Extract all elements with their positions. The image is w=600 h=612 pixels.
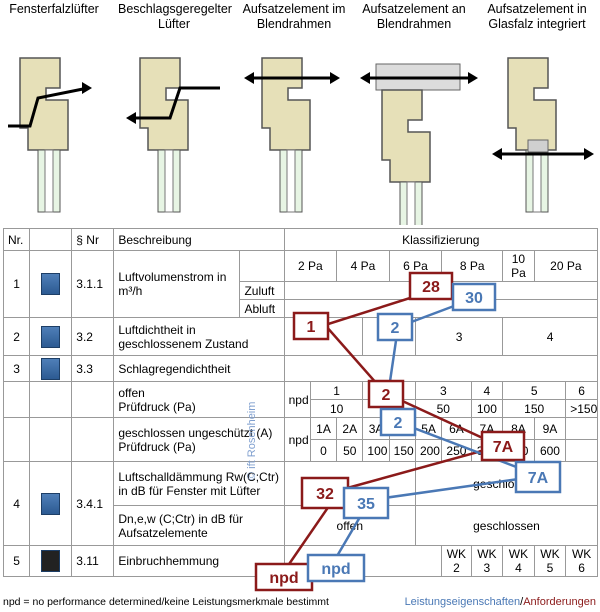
r3a-cls: 5 xyxy=(502,381,567,400)
row3b-npd: npd xyxy=(283,417,311,462)
col-sect: § Nr xyxy=(71,228,115,251)
header-aufsatzelement-glasfalz: Aufsatzelement in Glasfalz integriert xyxy=(487,2,587,31)
sketch-5 xyxy=(492,57,594,213)
row4-nr: 4 xyxy=(2,461,31,546)
legend-properties: Leistungseigenschaften xyxy=(404,596,521,608)
legend-requirements: Anforderungen xyxy=(523,596,596,608)
row4-geschlossen: geschlossen xyxy=(414,461,599,506)
r3b-cls: 4A xyxy=(388,417,416,440)
r5-wk: WK 4 xyxy=(502,545,535,577)
sketch-3 xyxy=(244,57,340,213)
p-2: 2 Pa xyxy=(283,250,338,282)
header-aufsatzelement-an-blendrahmen: Aufsatzelement an Blendrahmen xyxy=(362,2,466,31)
p-20: 20 Pa xyxy=(533,250,599,282)
watermark: © ift Rosenheim xyxy=(246,401,258,480)
row4-desc2: Dn,e,w (C;Ctr) in dB für Aufsatzelemente xyxy=(113,505,285,546)
r3a-pa xyxy=(362,399,416,418)
r5-wk: WK 5 xyxy=(533,545,567,577)
row5-nr: 5 xyxy=(2,545,31,577)
r3b-cls: 2A xyxy=(336,417,364,440)
col-klassifizierung: Klassifizierung xyxy=(283,228,599,251)
burglar-icon xyxy=(41,550,61,572)
r3b-pa: 150 xyxy=(388,439,416,462)
header-aufsatzelement-blendrahmen: Aufsatzelement im Blendrahmen xyxy=(242,2,346,31)
row4-desc1: Luftschalldämmung Rw(C;Ctr) in dB für Fe… xyxy=(113,461,285,506)
row3-sect: 3.3 xyxy=(71,355,115,382)
r3b-cls: 6A xyxy=(441,417,472,440)
r3b-pa: 250 xyxy=(441,439,472,462)
r3b-pa: 50 xyxy=(336,439,364,462)
r3a-cls: 1 xyxy=(309,381,364,400)
air-flow-icon xyxy=(41,273,61,295)
r3b-pa: 300 xyxy=(470,439,504,462)
row5-desc: Einbruchhemmung xyxy=(113,545,285,577)
row4-geschlossen-2: geschlossen xyxy=(414,505,599,546)
zuluft: Zuluft xyxy=(239,281,285,300)
r3b-cls: 9A xyxy=(533,417,567,440)
legend-separator: / xyxy=(520,596,524,608)
p-4: 4 Pa xyxy=(336,250,390,282)
row2-sect: 3.2 xyxy=(71,317,115,356)
rain-tightness-icon xyxy=(41,357,61,380)
row4-sect: 3.4.1 xyxy=(71,461,115,546)
row2-nr: 2 xyxy=(2,317,31,356)
r3a-pa: 10 xyxy=(309,399,364,418)
p-6: 6 Pa xyxy=(388,250,443,282)
sound-insulation-icon xyxy=(41,492,61,515)
r5-wk: WK 6 xyxy=(565,545,598,577)
header-beschlagsgeregelter-luefter: Beschlagsgeregelter Lüfter xyxy=(118,2,232,31)
row2-c3: 3 xyxy=(414,317,504,356)
row3-desc: Schlagregendichtheit xyxy=(113,355,285,382)
sketch-2 xyxy=(126,57,220,213)
r3a-pa: >150 xyxy=(565,399,598,418)
row3b-desc: geschlossen ungeschützt (A) Prüfdruck (P… xyxy=(113,417,285,462)
r3a-cls: 4 xyxy=(470,381,504,400)
row3a-desc: offen Prüfdruck (Pa) xyxy=(113,381,285,418)
row3-nr: 3 xyxy=(2,355,31,382)
r3a-pa: 150 xyxy=(502,399,567,418)
r3b-cls: 8A xyxy=(502,417,535,440)
p-8: 8 Pa xyxy=(441,250,504,282)
row2-c4: 4 xyxy=(502,317,598,356)
abluft: Abluft xyxy=(239,299,285,318)
r3a-cls: 3 xyxy=(414,381,472,400)
r5-wk: WK 3 xyxy=(470,545,504,577)
r3b-cls: 1A xyxy=(309,417,338,440)
r5-wk: WK 2 xyxy=(441,545,472,577)
r3b-cls: 5A xyxy=(414,417,443,440)
row1-sect: 3.1.1 xyxy=(71,250,115,318)
r3b-cls: 7A xyxy=(470,417,504,440)
row2-desc: Luftdichtheit in geschlossenem Zustand xyxy=(113,317,285,356)
p-10: 10 Pa xyxy=(502,250,535,282)
r3a-pa: 100 xyxy=(470,399,504,418)
r3b-pa: 200 xyxy=(414,439,443,462)
row1-nr: 1 xyxy=(2,250,31,318)
r3b-pa: 100 xyxy=(362,439,390,462)
r3b-pa: 0 xyxy=(309,439,338,462)
row5-sect: 3.11 xyxy=(71,545,115,577)
air-tightness-icon xyxy=(41,325,61,348)
header-fensterfalzluefter: Fensterfalzlüfter xyxy=(9,2,99,16)
sketch-1 xyxy=(8,57,92,213)
row3a-npd: npd xyxy=(283,381,311,418)
window-sketches xyxy=(8,57,594,225)
footer-npd-note: npd = no performance determined/keine Le… xyxy=(3,596,329,608)
col-nr: Nr. xyxy=(2,228,31,251)
footer-legend: Leistungseigenschaften/Anforderungen xyxy=(405,596,596,608)
row4-offen: offen xyxy=(283,505,416,546)
r3b-pa: 600 xyxy=(533,439,567,462)
r3a-cls: 6 xyxy=(565,381,598,400)
classification-table: Nr. § Nr Beschreibung Klassifizierung 1 … xyxy=(2,228,599,577)
col-desc: Beschreibung xyxy=(113,228,285,251)
row1-desc: Luftvolumenstrom in m³/h xyxy=(113,250,241,318)
r3a-cls: 2 xyxy=(362,381,416,400)
r3a-pa: 50 xyxy=(414,399,472,418)
r3b-pa: 450 xyxy=(502,439,535,462)
sketch-4 xyxy=(360,63,478,225)
r3b-cls: 3A xyxy=(362,417,390,440)
